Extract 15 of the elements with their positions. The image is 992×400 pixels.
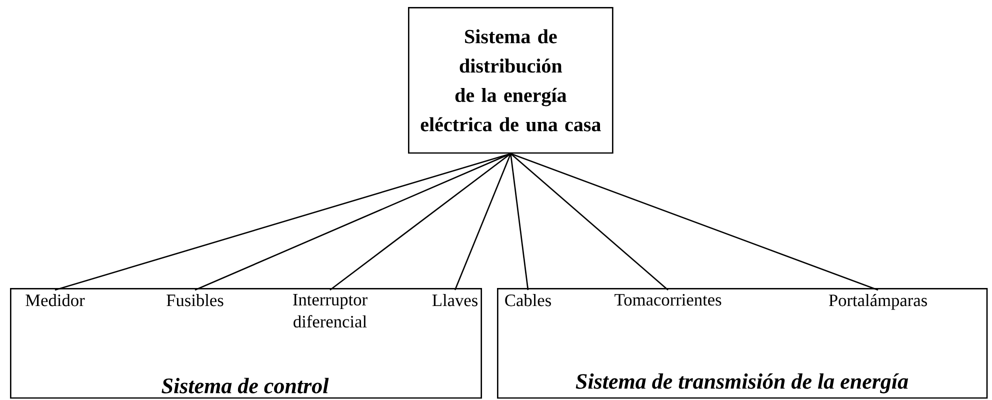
item-label: Medidor [26,294,85,306]
connector-line [54,153,511,291]
connector-line [510,154,529,290]
item-label: Tomacorrientes [614,294,722,306]
connector-line [510,153,878,291]
title-box: Sistema de distribución de la energía eléctrica de una casa [408,7,614,154]
item-label: Llaves [432,294,478,306]
item-label: Portalámparas [828,294,927,310]
connector-line [510,153,668,290]
connector-line [330,153,512,291]
connector-line [194,153,511,291]
item-label: Cables [505,294,551,306]
item-label: Fusibles [166,294,224,306]
connector-line [454,153,512,290]
item-label: Interruptor diferencial [293,294,368,328]
